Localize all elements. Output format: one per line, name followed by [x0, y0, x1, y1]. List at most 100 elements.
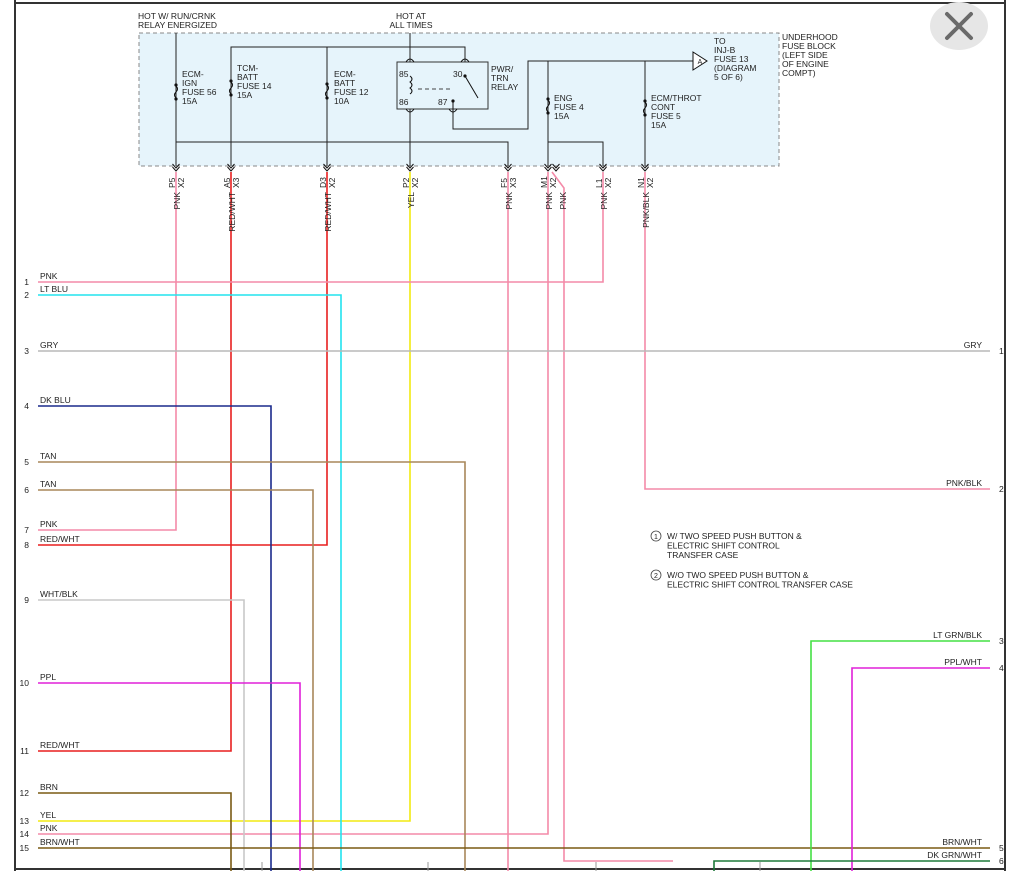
- fuse-ecm-throt-symbol: [642, 101, 648, 115]
- close-button[interactable]: [930, 2, 988, 50]
- note-text-1-line-2: ELECTRIC SHIFT CONTROL: [667, 541, 780, 551]
- left-wire-label-12: BRN: [40, 782, 58, 792]
- relay-switch-arm: [464, 75, 479, 99]
- left-wire-label-11: RED/WHT: [40, 740, 80, 750]
- wire-pnk-diag: [551, 171, 673, 862]
- left-wire-label-5: TAN: [40, 451, 56, 461]
- inj-ref-text-line-5: 5 OF 6): [714, 72, 743, 82]
- right-wire-label-4: PPL/WHT: [944, 657, 982, 667]
- right-pin-2: 2: [999, 484, 1004, 494]
- fuse-label-ecm_batt-line-1: ECM-: [334, 69, 356, 79]
- connector-wire-color-2: RED/WHT: [227, 192, 237, 232]
- left-wire-label-6: TAN: [40, 479, 56, 489]
- wire-pplwht-4: [851, 667, 990, 871]
- fuse-label-ecm_ign-line-1: ECM-: [182, 69, 204, 79]
- fuse-ecm-ign-symbol: [173, 85, 179, 99]
- inj-ref-triangle: [692, 51, 708, 71]
- wire-group: [38, 171, 990, 871]
- left-wire-label-14: PNK: [40, 823, 58, 833]
- inj-ref-text-line-3: FUSE 13: [714, 54, 749, 64]
- wire-dkgrnwht-6: [713, 860, 990, 871]
- left-wire-label-8: RED/WHT: [40, 534, 80, 544]
- connector-id-1: X2: [176, 177, 186, 188]
- wire-whtblk-9: [38, 599, 245, 871]
- left-wire-label-1: PNK: [40, 271, 58, 281]
- fuse-label-eng-line-1: ENG: [554, 93, 572, 103]
- connector-pin-1: P5: [167, 177, 177, 188]
- left-wire-label-15: BRN/WHT: [40, 837, 80, 847]
- connector-7-arrow-b: [552, 166, 560, 172]
- relay-pin30-mark: [460, 58, 470, 63]
- connector-wire-color-5: PNK: [504, 192, 514, 210]
- fuse-tcm-batt-dot-top: [229, 79, 233, 83]
- right-wire-label-6: DK GRN/WHT: [927, 850, 982, 860]
- fuse-label-ecm_ign-line-3: FUSE 56: [182, 87, 217, 97]
- left-pin-5: 5: [24, 457, 29, 467]
- connector-6-arrow-b: [544, 166, 552, 172]
- fuse-tcm-batt-symbol: [228, 81, 234, 95]
- left-pin-7: 7: [24, 525, 29, 535]
- right-wire-label-3: LT GRN/BLK: [933, 630, 982, 640]
- bus-batt: [230, 46, 466, 166]
- left-pin-10: 10: [20, 678, 30, 688]
- connector-id-5: X3: [508, 177, 518, 188]
- relay-label-line-1: PWR/: [491, 64, 514, 74]
- left-wire-label-4: DK BLU: [40, 395, 71, 405]
- left-pin-14: 14: [20, 829, 30, 839]
- connector-wire-color-6: PNK: [544, 192, 554, 210]
- left-pin-2: 2: [24, 290, 29, 300]
- connector-5-arrow-b: [504, 166, 512, 172]
- connector-wire-color-4: YEL: [406, 192, 416, 208]
- left-wire-label-13: YEL: [40, 810, 56, 820]
- relay-pin-30: 30: [453, 69, 463, 79]
- left-wire-label-7: PNK: [40, 519, 58, 529]
- connector-id-9: X2: [645, 177, 655, 188]
- connector-1-arrow-b: [172, 166, 180, 172]
- connector-3-arrow-b: [323, 166, 331, 172]
- bus-relay-out: [452, 60, 696, 130]
- connector-8-arrow-a: [599, 163, 607, 169]
- right-pin-3: 3: [999, 636, 1004, 646]
- left-wire-label-9: WHT/BLK: [40, 589, 78, 599]
- left-pin-1: 1: [24, 277, 29, 287]
- fuse-eng-symbol: [545, 99, 551, 113]
- right-wire-label-2: PNK/BLK: [946, 478, 982, 488]
- note-circle-2: [650, 569, 662, 581]
- fuse-block-label-line-3: (LEFT SIDE: [782, 50, 828, 60]
- left-pin-9: 9: [24, 595, 29, 605]
- fuse-block-label-line-4: OF ENGINE: [782, 59, 829, 69]
- connector-wire-color-1: PNK: [172, 192, 182, 210]
- wire-dkblu-4: [38, 405, 272, 871]
- relay-pin85-mark: [405, 58, 415, 63]
- wire-yel-13: [38, 172, 411, 822]
- fuse-label-tcm_batt-line-1: TCM-: [237, 63, 258, 73]
- right-wire-label-1: GRY: [964, 340, 983, 350]
- wire-redwht-11: [38, 172, 232, 752]
- connector-id-8: X2: [603, 177, 613, 188]
- fuse-ecm-ign-dot-top: [174, 83, 178, 87]
- connector-id-6: X2: [548, 177, 558, 188]
- wire-tan-6: [38, 489, 314, 871]
- fuse-ecm-ign-dot-bottom: [174, 97, 178, 101]
- connector-pin-9: N1: [636, 177, 646, 188]
- wire-redwht-8: [38, 172, 328, 546]
- inj-ref-text-line-1: TO: [714, 36, 726, 46]
- relay-box: [396, 61, 489, 110]
- fuse-eng-dot-bottom: [546, 111, 550, 115]
- fuse-block-label-line-2: FUSE BLOCK: [782, 41, 836, 51]
- connector-id-2: X3: [231, 177, 241, 188]
- connector-4-arrow-b: [406, 166, 414, 172]
- fuse-block-label-line-5: COMPT): [782, 68, 816, 78]
- left-pin-15: 15: [20, 843, 30, 853]
- fuse-label-ecm_throt-line-4: 15A: [651, 120, 666, 130]
- wire-pnkblk-right-2: [644, 172, 990, 490]
- relay-pin-86: 86: [399, 97, 409, 107]
- fuse-label-ecm_batt-line-3: FUSE 12: [334, 87, 369, 97]
- connector-pin-8: L1: [594, 178, 604, 188]
- relay-label-line-2: TRN: [491, 73, 508, 83]
- connector-4-arrow-a: [406, 163, 414, 169]
- connector-pin-2: A5: [222, 177, 232, 188]
- fuse-ecm-throt-dot-top: [643, 99, 647, 103]
